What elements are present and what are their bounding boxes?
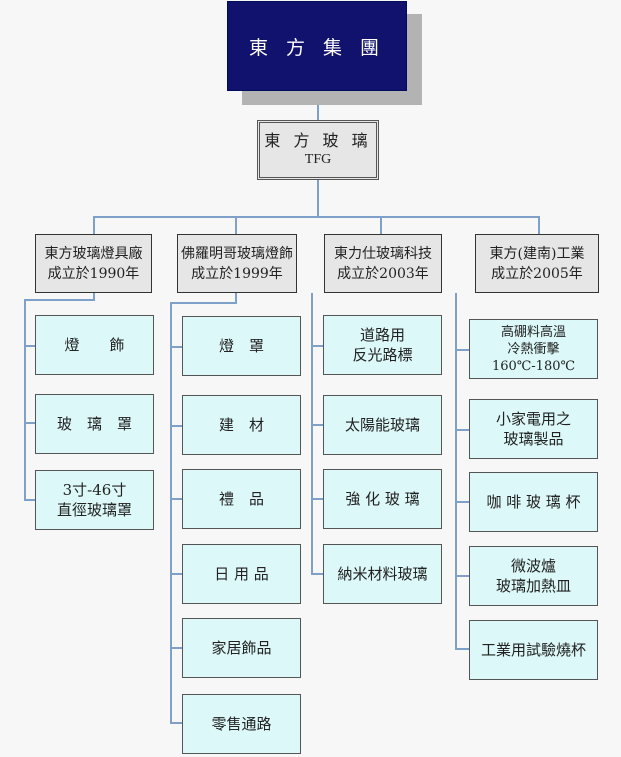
connector [455, 429, 469, 431]
product-box: 納米材料玻璃 [323, 544, 442, 604]
product-label: 工業用試驗燒杯 [480, 641, 586, 659]
product-label: 建 材 [218, 416, 264, 434]
product-label: 日 用 品 [214, 565, 269, 583]
product-label: 納米材料玻璃 [337, 565, 428, 583]
connector [311, 498, 323, 500]
connector [455, 349, 469, 351]
product-label: 高硼料高溫 冷熱衝擊 160℃-180℃ [491, 324, 576, 374]
product-box: 家居飾品 [182, 618, 301, 678]
connector [24, 345, 36, 347]
group-node: 東 方 玻 璃 TFG [257, 120, 379, 180]
product-label: 家居飾品 [211, 639, 272, 657]
connector [93, 216, 540, 218]
connector [170, 302, 237, 304]
product-label: 小家電用之 玻璃製品 [495, 410, 571, 448]
product-box: 建 材 [182, 395, 301, 455]
group-name: 東 方 玻 璃 [264, 131, 372, 150]
product-box: 禮 品 [182, 469, 301, 529]
product-box: 咖 啡 玻 璃 杯 [469, 472, 598, 532]
division-header-2: 佛羅明哥玻璃燈飾 成立於1999年 [177, 234, 297, 293]
product-box: 燈 飾 [35, 315, 154, 375]
connector [170, 498, 182, 500]
product-box: 燈 罩 [182, 316, 301, 376]
top-node: 東 方 集 團 [227, 1, 407, 91]
product-box: 日 用 品 [182, 544, 301, 604]
connector [24, 299, 95, 301]
product-label: 微波爐 玻璃加熱皿 [495, 557, 571, 595]
product-box: 微波爐 玻璃加熱皿 [469, 546, 598, 606]
connector [380, 216, 382, 234]
connector [170, 346, 182, 348]
connector [455, 501, 469, 503]
connector [235, 292, 237, 303]
connector [538, 216, 540, 234]
connector [455, 648, 469, 650]
product-box: 小家電用之 玻璃製品 [469, 399, 598, 459]
connector [170, 722, 182, 724]
connector [24, 499, 36, 501]
connector [317, 179, 319, 217]
connector [24, 299, 26, 501]
connector [317, 90, 319, 120]
connector [311, 345, 323, 347]
product-box: 強 化 玻 璃 [323, 469, 442, 529]
connector [24, 422, 36, 424]
division-header-3: 東力仕玻璃科技 成立於2003年 [324, 234, 442, 293]
connector [93, 216, 95, 234]
product-label: 禮 品 [218, 490, 264, 508]
connector [455, 293, 457, 650]
product-box: 3寸-46寸 直徑玻璃罩 [35, 470, 154, 530]
division-title: 東方玻璃燈具廠 成立於1990年 [44, 245, 143, 282]
division-title: 佛羅明哥玻璃燈飾 成立於1999年 [181, 245, 293, 282]
connector [311, 424, 323, 426]
division-title: 東方(建南)工業 成立於2005年 [489, 245, 585, 282]
connector [170, 302, 172, 724]
product-box: 玻 璃 罩 [35, 394, 154, 454]
product-box: 工業用試驗燒杯 [469, 620, 598, 680]
product-label: 燈 罩 [218, 337, 264, 355]
connector [235, 216, 237, 234]
connector [311, 573, 323, 575]
product-label: 燈 飾 [64, 336, 125, 354]
group-sub: TFG [304, 152, 332, 167]
connector [170, 425, 182, 427]
connector [455, 575, 469, 577]
product-label: 3寸-46寸 直徑玻璃罩 [56, 481, 132, 519]
product-label: 道路用 反光路標 [352, 326, 413, 364]
top-node-label: 東 方 集 團 [248, 36, 386, 59]
division-title: 東力仕玻璃科技 成立於2003年 [334, 245, 432, 282]
division-header-1: 東方玻璃燈具廠 成立於1990年 [35, 234, 152, 293]
product-label: 強 化 玻 璃 [345, 490, 420, 508]
connector [170, 573, 182, 575]
connector [311, 293, 313, 575]
product-box: 道路用 反光路標 [323, 315, 442, 375]
product-box: 太陽能玻璃 [323, 395, 442, 455]
product-label: 咖 啡 玻 璃 杯 [486, 493, 581, 511]
product-label: 零售通路 [211, 715, 272, 733]
product-label: 太陽能玻璃 [344, 416, 420, 434]
connector [170, 647, 182, 649]
product-box: 高硼料高溫 冷熱衝擊 160℃-180℃ [469, 319, 598, 379]
connector [93, 292, 95, 300]
division-header-4: 東方(建南)工業 成立於2005年 [475, 234, 599, 293]
product-box: 零售通路 [182, 694, 301, 754]
product-label: 玻 璃 罩 [56, 415, 132, 433]
